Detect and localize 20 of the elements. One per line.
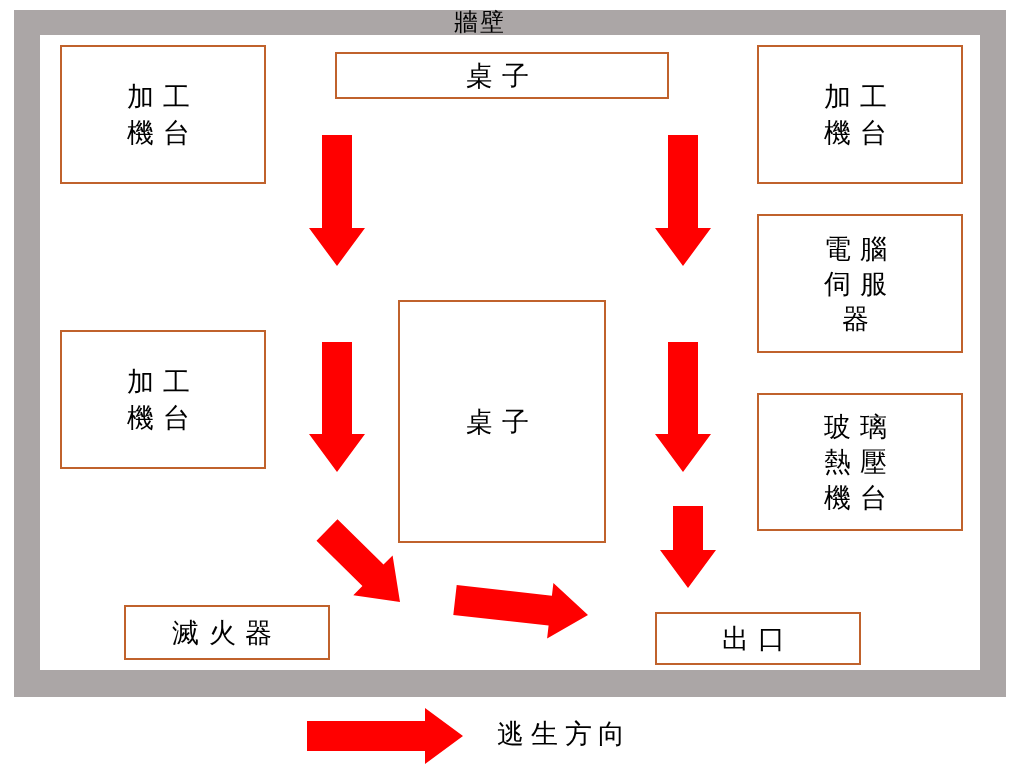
room-box xyxy=(398,300,606,543)
room-box xyxy=(757,45,963,184)
room-box xyxy=(655,612,861,665)
room-box xyxy=(757,393,963,531)
room-box xyxy=(60,45,266,184)
room-box xyxy=(124,605,330,660)
room-box xyxy=(335,52,669,99)
room-box xyxy=(757,214,963,353)
room-label: 加工機台 xyxy=(125,365,201,435)
room-label: 玻璃熱壓機台 xyxy=(822,410,898,515)
room-label: 電腦伺服器 xyxy=(822,231,898,337)
room-label: 桌子 xyxy=(465,58,539,93)
legend-text: 逃生方向 xyxy=(497,717,632,751)
room-label: 加工機台 xyxy=(822,80,898,150)
room-label: 出口 xyxy=(721,621,795,656)
wall-label: 牆壁 xyxy=(454,7,507,38)
room-label: 加工機台 xyxy=(125,80,201,150)
room-box xyxy=(60,330,266,469)
room-label: 桌子 xyxy=(465,404,539,439)
room-label: 滅火器 xyxy=(172,615,282,650)
